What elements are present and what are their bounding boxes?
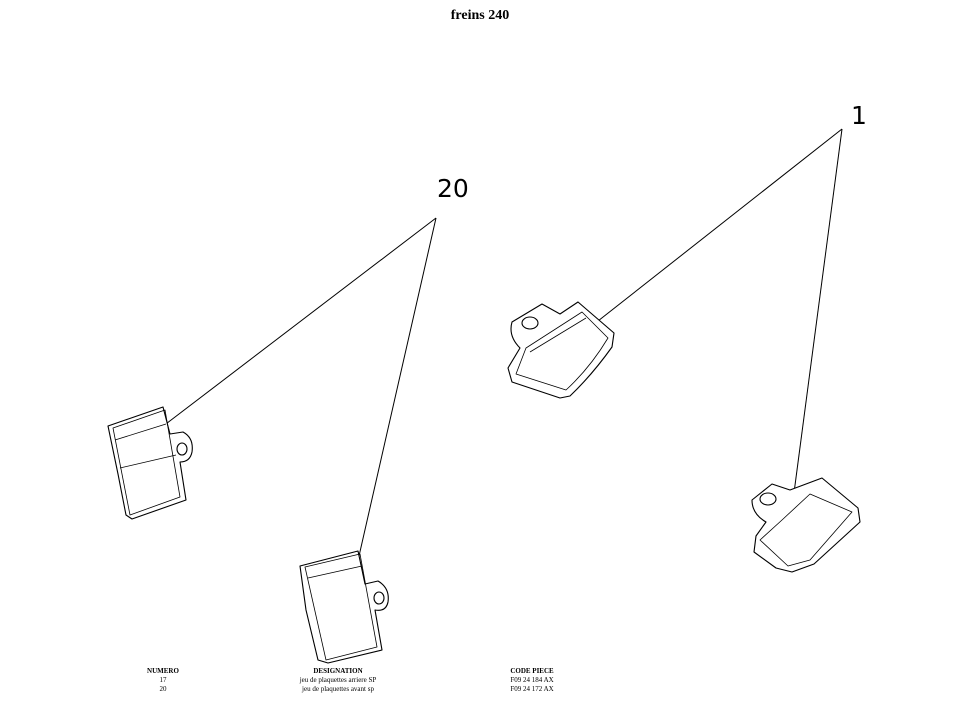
rear-brake-pad-bottom [751, 477, 861, 573]
leader-line-20-a [157, 217, 437, 431]
row-code-piece: F09 24 172 AX [510, 685, 554, 693]
callout-label-17: 1 [851, 101, 867, 130]
header-designation: DESIGNATION [313, 667, 363, 675]
row-designation: jeu de plaquettes avant sp [302, 685, 374, 693]
leader-line-20-b [353, 217, 437, 579]
parts-table: NUMERO DESIGNATION CODE PIECE 17 jeu de … [0, 667, 700, 694]
front-brake-pad-bottom [299, 550, 389, 664]
header-code-piece: CODE PIECE [510, 667, 554, 675]
leader-line-17-a [583, 128, 843, 333]
front-brake-pad-left [107, 406, 193, 520]
table-row: 17 jeu de plaquettes arriere SP F09 24 1… [0, 676, 700, 685]
header-numero: NUMERO [147, 667, 179, 675]
table-header-row: NUMERO DESIGNATION CODE PIECE [0, 667, 700, 676]
row-code-piece: F09 24 184 AX [510, 676, 554, 684]
table-row: 20 jeu de plaquettes avant sp F09 24 172… [0, 685, 700, 694]
row-designation: jeu de plaquettes arriere SP [299, 676, 377, 684]
row-numero: 20 [159, 685, 167, 693]
rear-brake-pad-top [507, 301, 615, 399]
row-numero: 17 [159, 676, 167, 684]
callout-label-20: 20 [437, 174, 469, 203]
leader-line-17-b [791, 128, 843, 509]
page-title: freins 240 [450, 8, 510, 23]
